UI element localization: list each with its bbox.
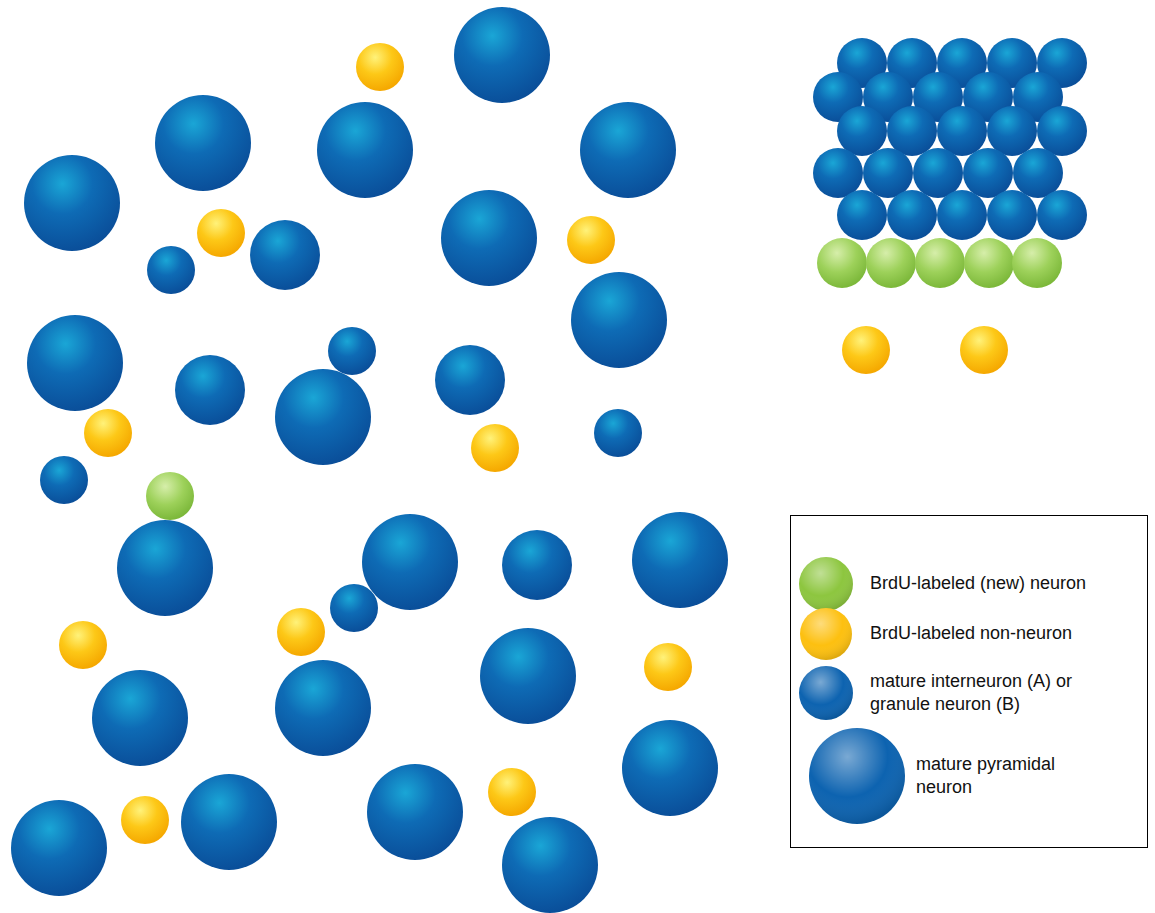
- pyramidal-neuron: [367, 764, 463, 860]
- new-neurons: [146, 238, 1062, 520]
- swatch-highlight: [800, 608, 852, 660]
- pyramidal-neuron: [454, 7, 550, 103]
- non-neuron: [960, 326, 1008, 374]
- legend-label: BrdU-labeled non-neuron: [870, 622, 1140, 645]
- interneuron: [330, 584, 378, 632]
- pyramidal-neuron: [632, 512, 728, 608]
- new-neuron: [964, 238, 1014, 288]
- interneuron: [250, 220, 320, 290]
- granule-neuron: [837, 106, 887, 156]
- non-neuron: [567, 216, 615, 264]
- legend-swatch-group: [809, 728, 905, 824]
- interneuron: [40, 456, 88, 504]
- new-neuron: [915, 238, 965, 288]
- granule-neuron: [1013, 148, 1063, 198]
- swatch-highlight: [809, 728, 905, 824]
- new-neuron: [1012, 238, 1062, 288]
- non-neuron: [197, 209, 245, 257]
- pyramidal-neuron: [11, 800, 107, 896]
- granule-neuron: [913, 148, 963, 198]
- non-neuron: [84, 409, 132, 457]
- non-neuron: [59, 621, 107, 669]
- granule-neuron: [1037, 190, 1087, 240]
- new-neuron: [817, 238, 867, 288]
- pyramidal-neuron: [622, 720, 718, 816]
- pyramidal-neuron: [502, 817, 598, 913]
- non-neuron: [842, 326, 890, 374]
- granule-neuron: [837, 190, 887, 240]
- pyramidal-neuron: [441, 190, 537, 286]
- new-neuron: [866, 238, 916, 288]
- granule-neuron: [887, 190, 937, 240]
- pyramidal-neuron: [117, 520, 213, 616]
- interneuron: [435, 345, 505, 415]
- pyramidal-neuron: [275, 369, 371, 465]
- legend-swatch: [799, 666, 853, 720]
- swatch-highlight: [799, 666, 853, 720]
- granule-layer: [813, 38, 1087, 240]
- pyramidal-neuron: [155, 95, 251, 191]
- pyramidal-neuron: [27, 315, 123, 411]
- granule-neuron: [887, 106, 937, 156]
- pyramidal-neuron: [92, 670, 188, 766]
- granule-neuron: [1037, 106, 1087, 156]
- non-neuron: [644, 643, 692, 691]
- granule-neuron: [813, 148, 863, 198]
- legend-swatch-group: [799, 557, 853, 611]
- legend-swatch: [799, 557, 853, 611]
- granule-neuron: [963, 148, 1013, 198]
- granule-neuron: [937, 190, 987, 240]
- pyramidal-neuron: [480, 628, 576, 724]
- legend-label: mature pyramidal neuron: [916, 753, 1066, 800]
- granule-neuron: [987, 106, 1037, 156]
- granule-neuron: [863, 148, 913, 198]
- interneuron: [175, 355, 245, 425]
- legend-label: BrdU-labeled (new) neuron: [870, 572, 1140, 595]
- pyramidal-neuron: [571, 272, 667, 368]
- legend-swatch: [809, 728, 905, 824]
- swatch-highlight: [799, 557, 853, 611]
- interneuron: [147, 246, 195, 294]
- legend-swatch-group: [799, 666, 853, 720]
- pyramidal-neurons: [11, 7, 728, 913]
- non-neurons: [59, 43, 1008, 844]
- pyramidal-neuron: [317, 102, 413, 198]
- pyramidal-neuron: [580, 102, 676, 198]
- non-neuron: [121, 796, 169, 844]
- legend-swatch: [800, 608, 852, 660]
- pyramidal-neuron: [275, 660, 371, 756]
- interneuron: [328, 327, 376, 375]
- interneuron: [594, 409, 642, 457]
- granule-neuron: [937, 106, 987, 156]
- legend-swatch-group: [800, 608, 852, 660]
- pyramidal-neuron: [24, 155, 120, 251]
- pyramidal-neuron: [181, 774, 277, 870]
- non-neuron: [471, 424, 519, 472]
- non-neuron: [488, 768, 536, 816]
- new-neuron: [146, 472, 194, 520]
- granule-neuron: [987, 190, 1037, 240]
- legend-label: mature interneuron (A) or granule neuron…: [870, 670, 1100, 717]
- interneuron: [502, 530, 572, 600]
- non-neuron: [277, 608, 325, 656]
- interneurons: [40, 220, 642, 632]
- non-neuron: [356, 43, 404, 91]
- pyramidal-neuron: [362, 514, 458, 610]
